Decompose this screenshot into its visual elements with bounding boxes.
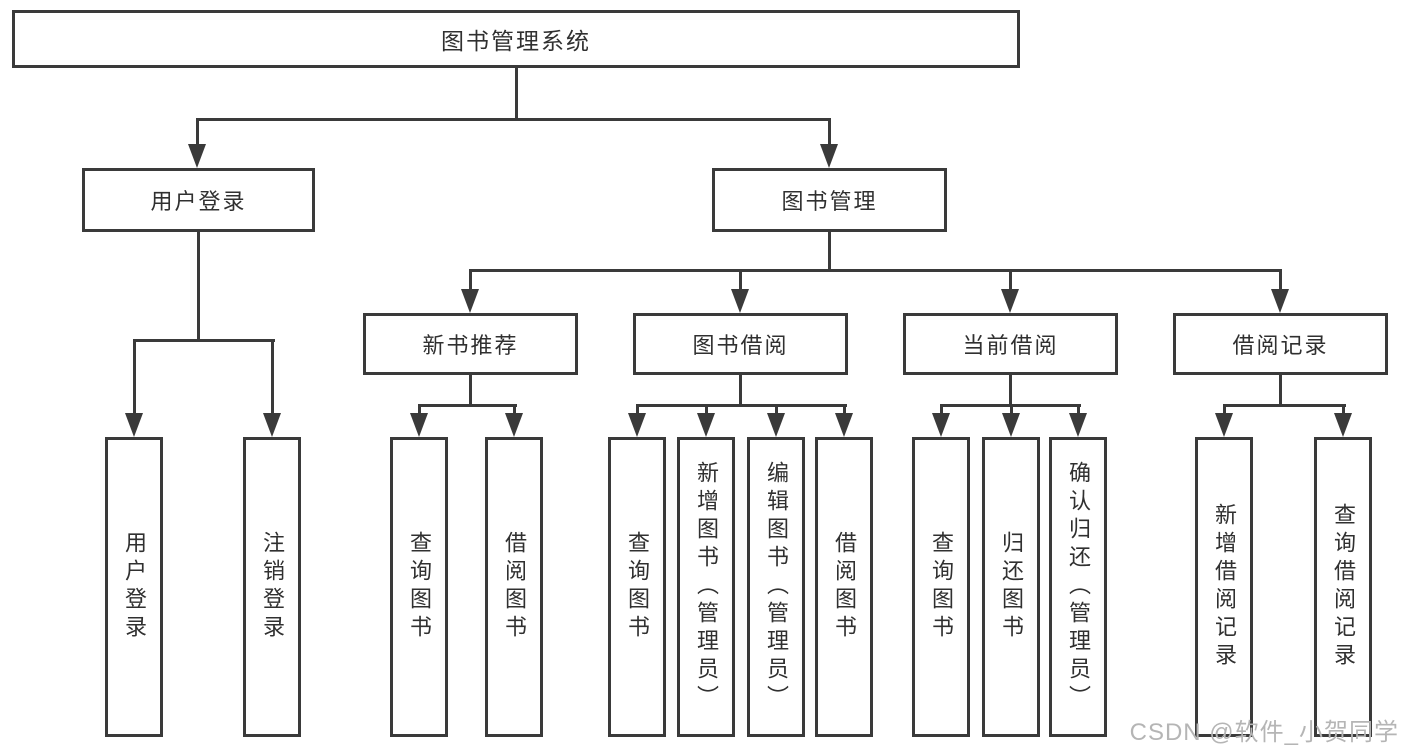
arrow-down-icon bbox=[1001, 289, 1019, 313]
connector-line bbox=[1009, 269, 1012, 292]
leaf-return-book: 归还图书 bbox=[982, 437, 1040, 737]
connector-line bbox=[705, 404, 708, 416]
connector-line bbox=[197, 230, 200, 342]
connector-line bbox=[1342, 404, 1345, 416]
connector-line bbox=[739, 269, 742, 292]
node-library-management-system: 图书管理系统 bbox=[12, 10, 1020, 68]
connector-line bbox=[828, 230, 831, 272]
leaf-confirm-return-admin: 确认归还（管理员） bbox=[1049, 437, 1107, 737]
connector-line bbox=[515, 66, 518, 120]
connector-line bbox=[469, 269, 1282, 272]
leaf-query-book-current: 查询图书 bbox=[912, 437, 970, 737]
arrow-down-icon bbox=[835, 413, 853, 437]
connector-line bbox=[513, 404, 516, 416]
connector-line bbox=[636, 404, 639, 416]
connector-line bbox=[418, 404, 421, 416]
node-user-login: 用户登录 bbox=[82, 168, 315, 232]
csdn-watermark: CSDN @软件_小贺同学 bbox=[1129, 719, 1399, 746]
leaf-query-borrow-record: 查询借阅记录 bbox=[1314, 437, 1372, 737]
node-current-borrow: 当前借阅 bbox=[903, 313, 1118, 375]
arrow-down-icon bbox=[1215, 413, 1233, 437]
connector-line bbox=[1009, 373, 1012, 407]
connector-line bbox=[133, 339, 275, 342]
connector-line bbox=[1077, 404, 1080, 416]
arrow-down-icon bbox=[932, 413, 950, 437]
connector-line bbox=[196, 118, 831, 121]
arrow-down-icon bbox=[628, 413, 646, 437]
leaf-query-book-recommend: 查询图书 bbox=[390, 437, 448, 737]
leaf-query-book-borrow: 查询图书 bbox=[608, 437, 666, 737]
arrow-down-icon bbox=[1334, 413, 1352, 437]
node-new-book-recommend: 新书推荐 bbox=[363, 313, 578, 375]
connector-line bbox=[196, 118, 199, 146]
connector-line bbox=[1279, 269, 1282, 292]
leaf-logout-login: 注销登录 bbox=[243, 437, 301, 737]
connector-line bbox=[469, 373, 472, 407]
connector-line bbox=[271, 339, 274, 416]
connector-line bbox=[418, 404, 517, 407]
arrow-down-icon bbox=[410, 413, 428, 437]
node-book-borrow: 图书借阅 bbox=[633, 313, 848, 375]
arrow-down-icon bbox=[1002, 413, 1020, 437]
connector-line bbox=[1279, 373, 1282, 407]
arrow-down-icon bbox=[188, 144, 206, 168]
arrow-down-icon bbox=[263, 413, 281, 437]
connector-line bbox=[843, 404, 846, 416]
arrow-down-icon bbox=[767, 413, 785, 437]
arrow-down-icon bbox=[731, 289, 749, 313]
arrow-down-icon bbox=[505, 413, 523, 437]
connector-line bbox=[636, 404, 847, 407]
connector-line bbox=[940, 404, 943, 416]
connector-line bbox=[828, 118, 831, 146]
connector-line bbox=[1223, 404, 1346, 407]
connector-line bbox=[133, 339, 136, 416]
connector-line bbox=[775, 404, 778, 416]
connector-line bbox=[739, 373, 742, 407]
leaf-add-book-admin: 新增图书（管理员） bbox=[677, 437, 735, 737]
arrow-down-icon bbox=[1271, 289, 1289, 313]
leaf-user-login: 用户登录 bbox=[105, 437, 163, 737]
node-borrow-records: 借阅记录 bbox=[1173, 313, 1388, 375]
leaf-add-borrow-record: 新增借阅记录 bbox=[1195, 437, 1253, 737]
arrow-down-icon bbox=[697, 413, 715, 437]
connector-line bbox=[469, 269, 472, 292]
node-book-management: 图书管理 bbox=[712, 168, 947, 232]
arrow-down-icon bbox=[125, 413, 143, 437]
connector-line bbox=[1223, 404, 1226, 416]
leaf-edit-book-admin: 编辑图书（管理员） bbox=[747, 437, 805, 737]
arrow-down-icon bbox=[461, 289, 479, 313]
arrow-down-icon bbox=[1069, 413, 1087, 437]
connector-line bbox=[1010, 404, 1013, 416]
arrow-down-icon bbox=[820, 144, 838, 168]
leaf-borrow-book-borrow: 借阅图书 bbox=[815, 437, 873, 737]
leaf-borrow-book-recommend: 借阅图书 bbox=[485, 437, 543, 737]
